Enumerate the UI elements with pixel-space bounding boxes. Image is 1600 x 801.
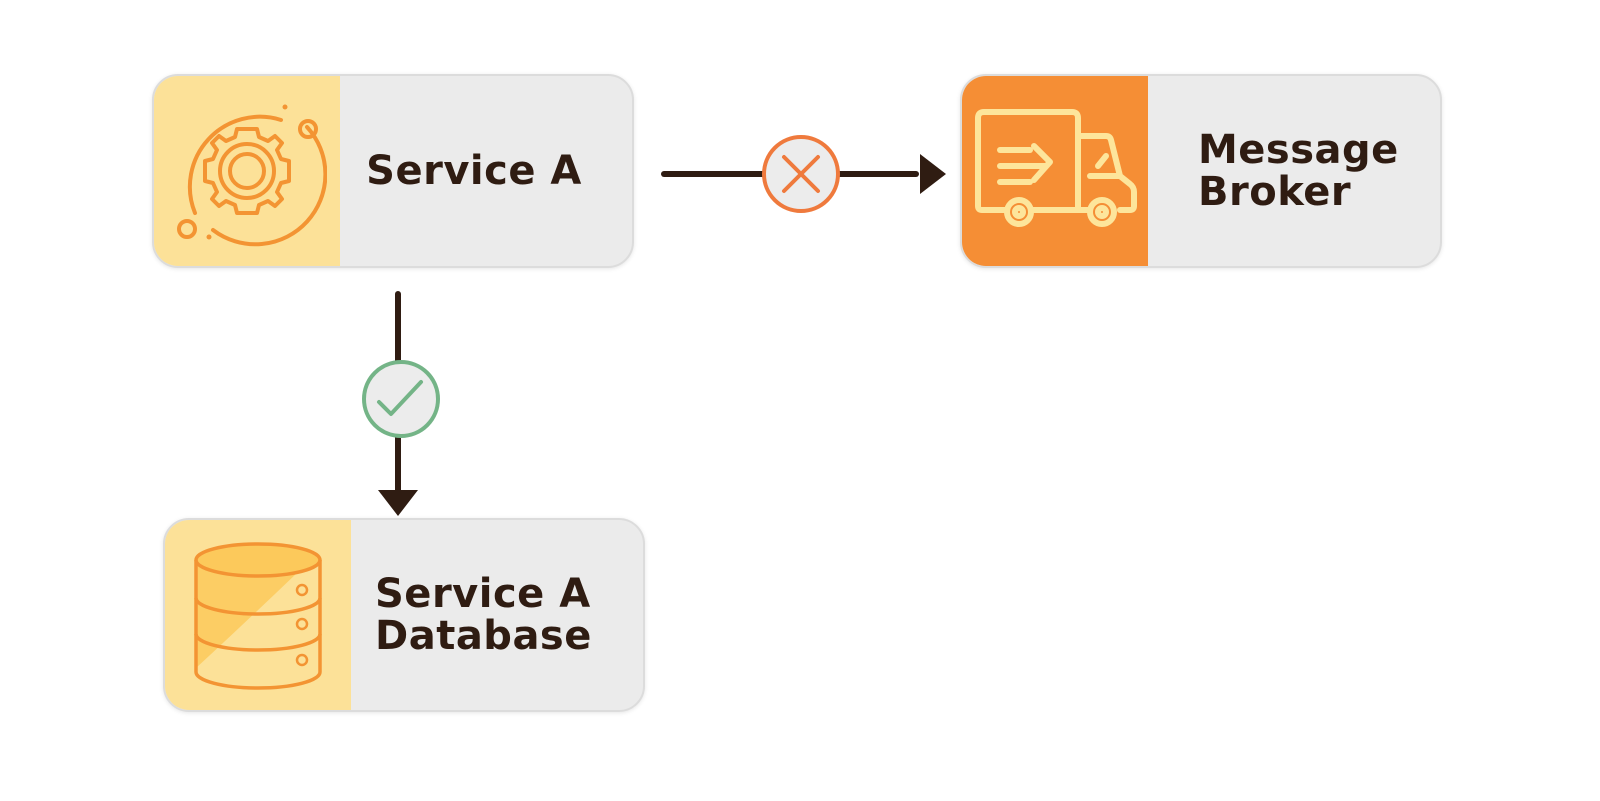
arrowhead-right-icon (920, 154, 946, 194)
message-broker-label-line2: Broker (1198, 169, 1352, 215)
check-icon (362, 360, 440, 438)
arrowhead-down-icon (378, 490, 418, 516)
cross-icon (762, 135, 840, 213)
database-label-line2: Database (375, 613, 592, 659)
service-a-label: Service A (366, 148, 582, 194)
message-broker-node: Message Broker (960, 74, 1442, 268)
message-broker-label-line1: Message (1198, 127, 1399, 173)
delivery-truck-icon (975, 109, 1137, 227)
service-a-icon-panel (154, 76, 340, 266)
database-icon-panel (165, 520, 351, 710)
edge-service-a-to-broker (661, 135, 946, 213)
service-a-label-area: Service A (340, 76, 632, 266)
service-a-database-node: Service A Database (163, 518, 645, 712)
message-broker-icon-panel (962, 76, 1148, 266)
message-broker-label-area: Message Broker (1198, 76, 1440, 266)
database-icon (194, 542, 322, 690)
edge-service-a-to-database (362, 291, 440, 516)
gear-cycle-icon (177, 104, 327, 247)
database-label-area: Service A Database (375, 520, 643, 710)
database-label-line1: Service A (375, 571, 591, 617)
service-a-node: Service A (152, 74, 634, 268)
